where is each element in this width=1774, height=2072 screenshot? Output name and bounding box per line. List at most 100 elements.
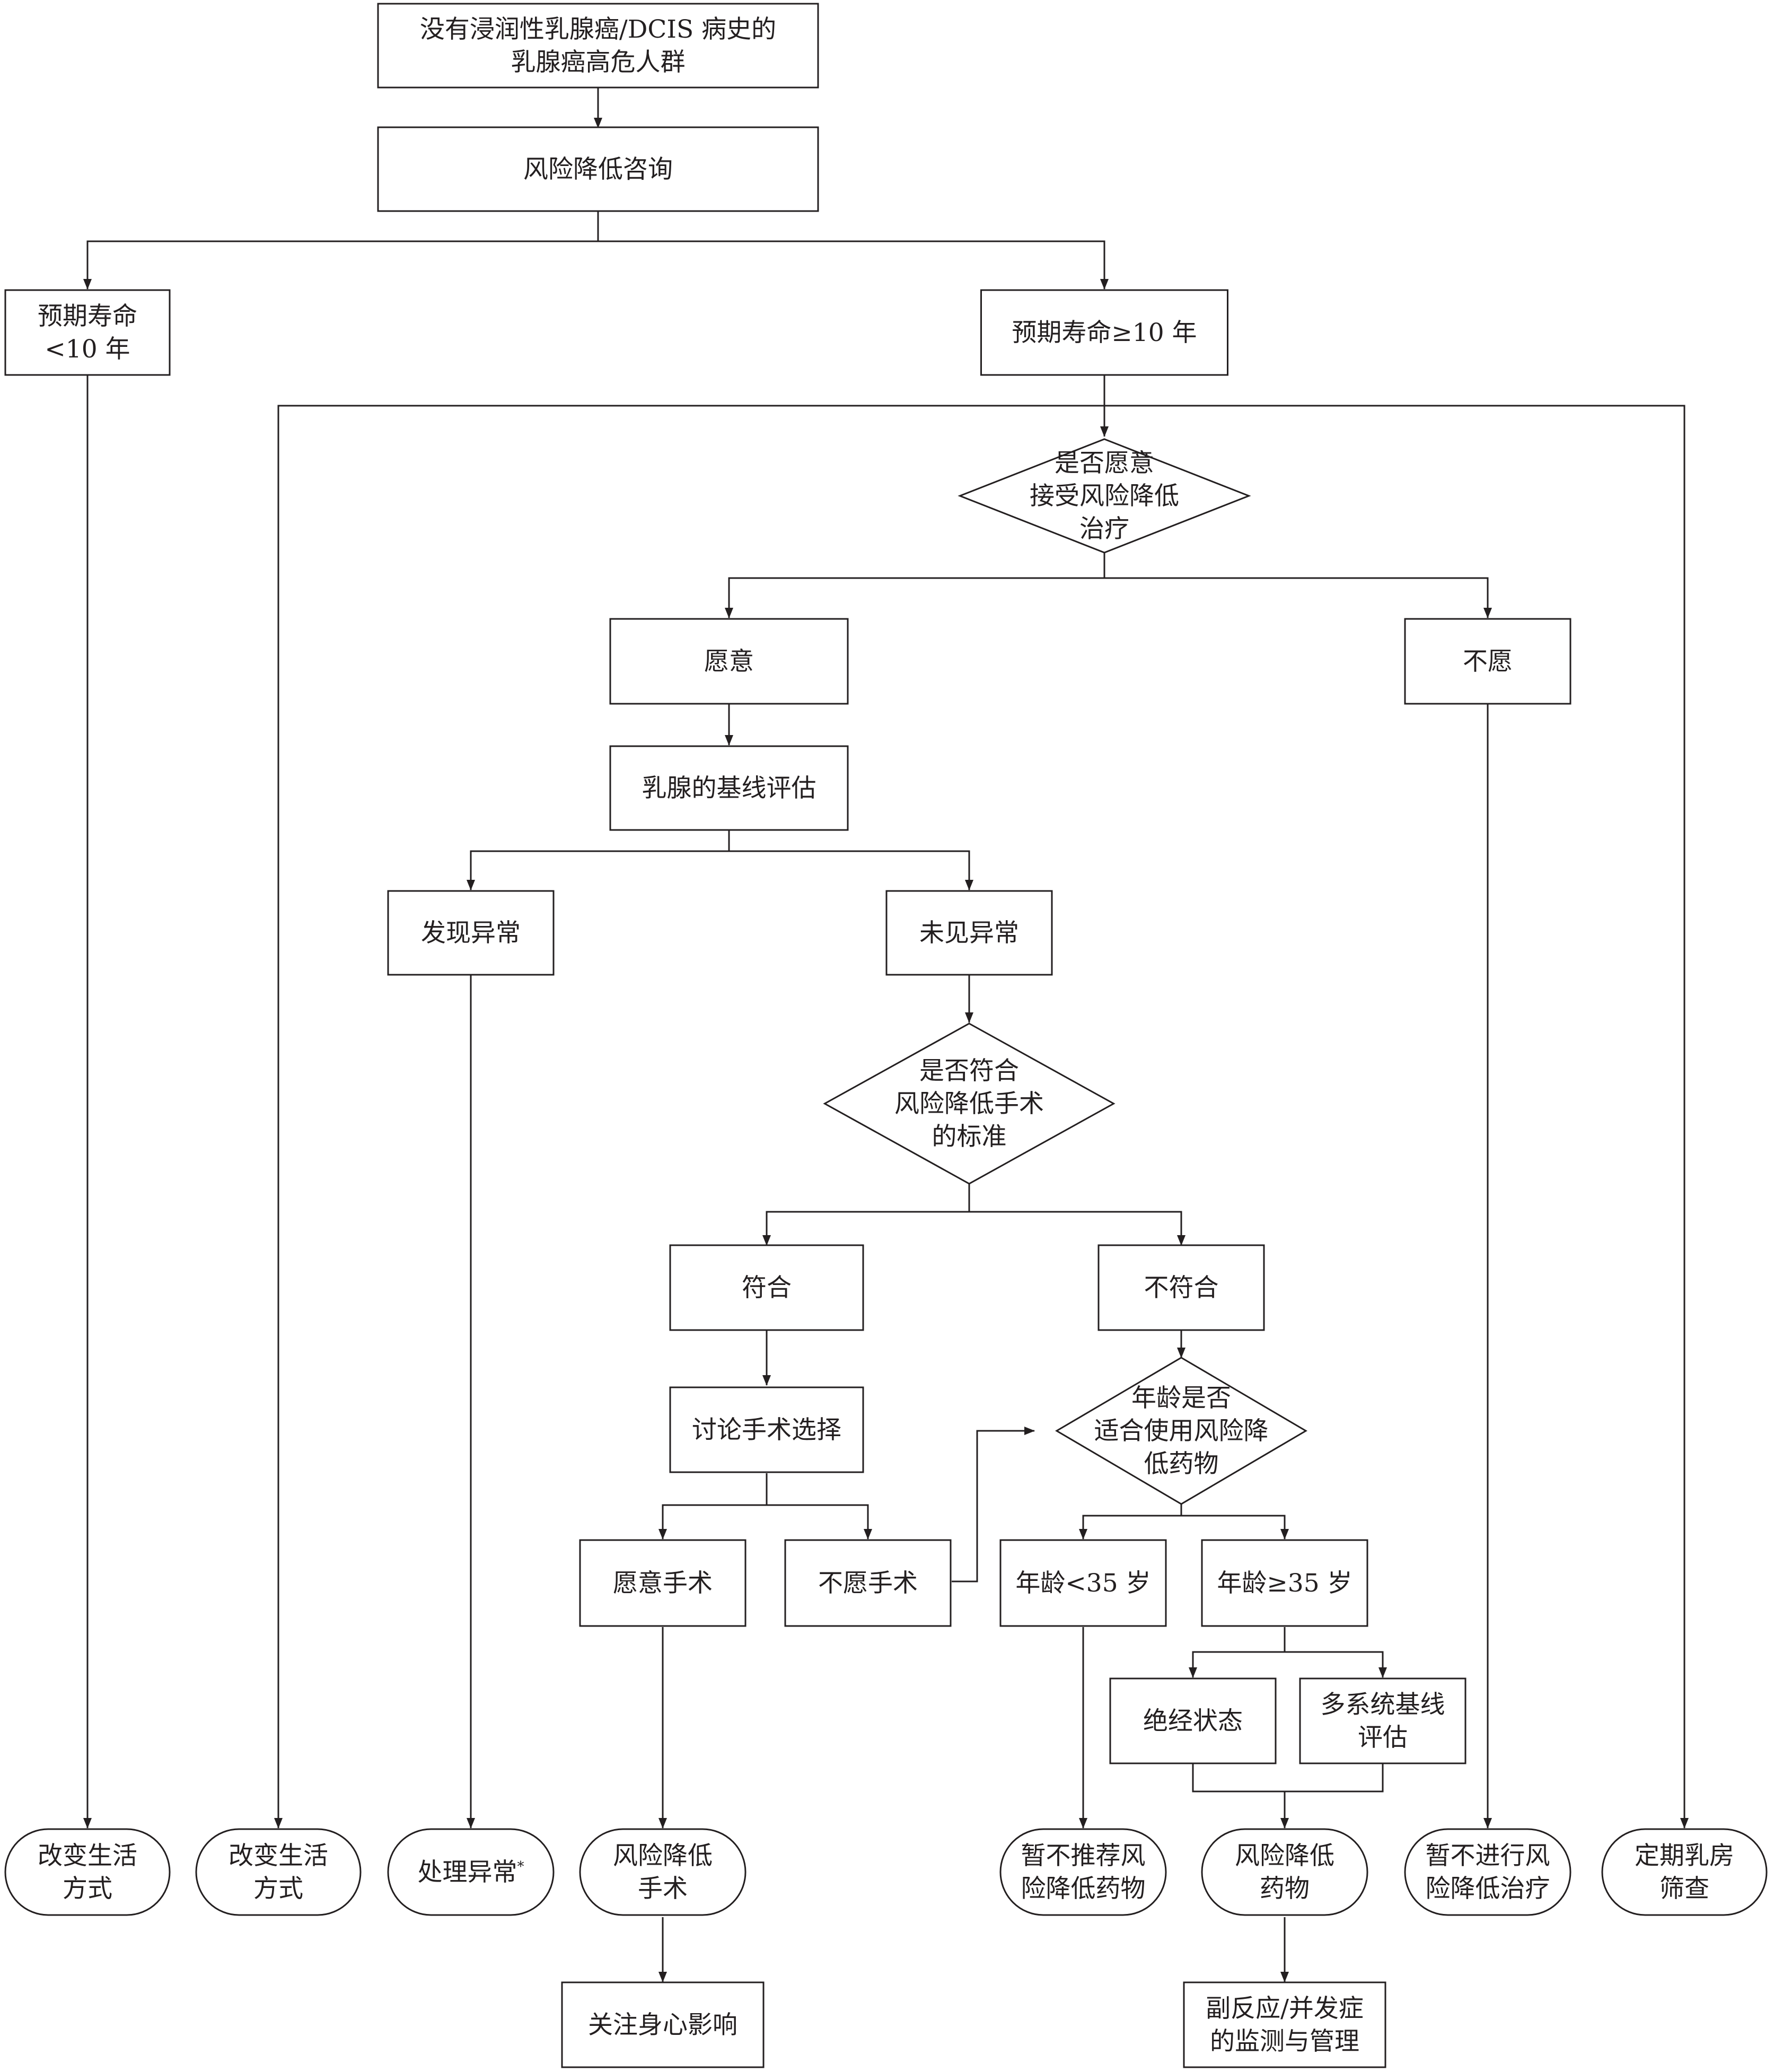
connectors	[83, 88, 1689, 1982]
surgery-decision-label: 是否符合风险降低手术的标准	[894, 1056, 1044, 1151]
start-box-shape	[377, 3, 819, 89]
age-ge35-box: 年龄≥35 岁	[1201, 1539, 1368, 1627]
outcome-risk-drug-label: 风险降低药物	[1235, 1841, 1334, 1903]
eligible-box: 符合	[669, 1244, 864, 1331]
edge-consult-split	[83, 211, 599, 290]
outcome-handle-abnormal-label: 处理异常*	[418, 1858, 524, 1887]
outcome-screening-shape	[1601, 1828, 1768, 1916]
unwilling-box-shape	[1404, 618, 1571, 705]
multi-baseline-box-shape	[1299, 1677, 1466, 1764]
life-ge10-box-shape	[980, 289, 1228, 376]
edge-lifestyle-branch	[274, 405, 1104, 1829]
edge-age-q-lt35	[1079, 1504, 1182, 1540]
willing-box-shape	[609, 618, 849, 705]
edge-surgery-q-eligible	[762, 1184, 970, 1246]
age-decision-label: 年龄是否适合使用风险降低药物	[1094, 1384, 1269, 1479]
refuse-surgery-box-shape	[784, 1539, 952, 1627]
edge-ge35-multi	[1285, 1651, 1387, 1678]
age-lt35-box-shape	[999, 1539, 1167, 1627]
refuse-surgery-box: 不愿手术	[784, 1539, 952, 1627]
outcome-lifestyle-2: 改变生活方式	[195, 1828, 362, 1916]
age-decision-shape	[1055, 1357, 1307, 1505]
psych-box-shape	[561, 1981, 765, 2068]
willing-decision-shape	[958, 438, 1251, 554]
life-ge10-box: 预期寿命≥10 年	[980, 289, 1228, 376]
age-ge35-box-label: 年龄≥35 岁	[1217, 1569, 1352, 1598]
normal-box-shape	[885, 890, 1053, 976]
edge-baseline-abnormal	[467, 830, 730, 890]
nodes: 没有浸润性乳腺癌/DCIS 病史的乳腺癌高危人群 风险降低咨询 预期寿命<10 …	[4, 3, 1768, 2068]
consult-box-label: 风险降低咨询	[523, 155, 673, 184]
consult-box: 风险降低咨询	[377, 126, 819, 212]
edge-baseline-normal	[729, 850, 973, 890]
outcome-handle-abnormal-shape	[387, 1828, 555, 1916]
surgery-decision: 是否符合风险降低手术的标准	[823, 1022, 1116, 1185]
want-surgery-box-shape	[579, 1539, 747, 1627]
age-decision: 年龄是否适合使用风险降低药物	[1055, 1357, 1307, 1505]
discuss-box-label: 讨论手术选择	[692, 1415, 841, 1445]
start-box-label: 没有浸润性乳腺癌/DCIS 病史的乳腺癌高危人群	[420, 15, 776, 77]
abnormal-box-label: 发现异常	[421, 919, 521, 948]
edge-consult-life-ge10	[598, 240, 1109, 290]
outcome-no-drug-shape	[999, 1828, 1167, 1916]
outcome-no-treatment: 暂不进行风险降低治疗	[1404, 1828, 1571, 1916]
life-lt10-box-shape	[4, 289, 171, 376]
outcome-no-treatment-shape	[1404, 1828, 1571, 1916]
age-lt35-box: 年龄<35 岁	[999, 1539, 1167, 1627]
baseline-box-label: 乳腺的基线评估	[642, 774, 816, 803]
outcome-risk-surgery: 风险降低手术	[579, 1828, 747, 1916]
multi-baseline-box: 多系统基线评估	[1299, 1677, 1466, 1764]
outcome-risk-drug: 风险降低药物	[1201, 1828, 1368, 1916]
edge-ge35-menopause	[1189, 1627, 1286, 1678]
outcome-risk-surgery-shape	[579, 1828, 747, 1916]
menopause-box-label: 绝经状态	[1143, 1707, 1243, 1736]
refuse-surgery-box-label: 不愿手术	[818, 1569, 918, 1598]
want-surgery-box-label: 愿意手术	[613, 1569, 713, 1598]
life-lt10-box-label: 预期寿命<10 年	[38, 302, 137, 364]
edge-age-q-ge35	[1181, 1515, 1289, 1540]
unwilling-box-label: 不愿	[1463, 647, 1513, 676]
menopause-box: 绝经状态	[1109, 1677, 1277, 1764]
willing-box-label: 愿意	[704, 647, 754, 676]
outcome-lifestyle-1: 改变生活方式	[4, 1828, 171, 1916]
age-ge35-box-shape	[1201, 1539, 1368, 1627]
outcome-no-drug-label: 暂不推荐风险降低药物	[1021, 1841, 1146, 1903]
baseline-box-shape	[609, 745, 849, 831]
discuss-box-shape	[669, 1386, 864, 1473]
multi-baseline-box-label: 多系统基线评估	[1321, 1690, 1445, 1752]
edge-decision-willing	[725, 553, 1105, 618]
willing-decision-label: 是否愿意接受风险降低治疗	[1030, 449, 1179, 544]
outcome-lifestyle-2-shape	[195, 1828, 362, 1916]
outcome-screening-label: 定期乳房筛查	[1635, 1841, 1734, 1903]
edge-screening-branch	[1104, 405, 1689, 1829]
menopause-box-shape	[1109, 1677, 1277, 1764]
outcome-risk-drug-shape	[1201, 1828, 1368, 1916]
edge-discuss-refuse	[767, 1504, 872, 1540]
side-effects-box-label: 副反应/并发症的监测与管理	[1206, 1994, 1364, 2056]
want-surgery-box: 愿意手术	[579, 1539, 747, 1627]
abnormal-box-shape	[387, 890, 555, 976]
eligible-box-label: 符合	[742, 1273, 792, 1302]
psych-box-label: 关注身心影响	[588, 2010, 737, 2040]
edge-surgery-q-ineligible	[969, 1211, 1185, 1246]
outcome-handle-abnormal: 处理异常*	[387, 1828, 555, 1916]
psych-box: 关注身心影响	[561, 1981, 765, 2068]
side-effects-box: 副反应/并发症的监测与管理	[1183, 1981, 1386, 2068]
willing-decision: 是否愿意接受风险降低治疗	[958, 438, 1251, 554]
edge-discuss-want	[658, 1473, 768, 1540]
outcome-lifestyle-1-label: 改变生活方式	[38, 1841, 137, 1903]
normal-box: 未见异常	[885, 890, 1053, 976]
ineligible-box-label: 不符合	[1144, 1273, 1219, 1302]
outcome-risk-surgery-label: 风险降低手术	[613, 1841, 713, 1903]
consult-box-shape	[377, 126, 819, 212]
outcome-screening: 定期乳房筛查	[1601, 1828, 1768, 1916]
eligible-box-shape	[669, 1244, 864, 1331]
age-lt35-box-label: 年龄<35 岁	[1015, 1569, 1151, 1598]
outcome-lifestyle-1-shape	[4, 1828, 171, 1916]
start-box: 没有浸润性乳腺癌/DCIS 病史的乳腺癌高危人群	[377, 3, 819, 89]
willing-box: 愿意	[609, 618, 849, 705]
outcome-no-treatment-label: 暂不进行风险降低治疗	[1426, 1841, 1550, 1903]
discuss-box: 讨论手术选择	[669, 1386, 864, 1473]
surgery-decision-shape	[823, 1022, 1116, 1185]
